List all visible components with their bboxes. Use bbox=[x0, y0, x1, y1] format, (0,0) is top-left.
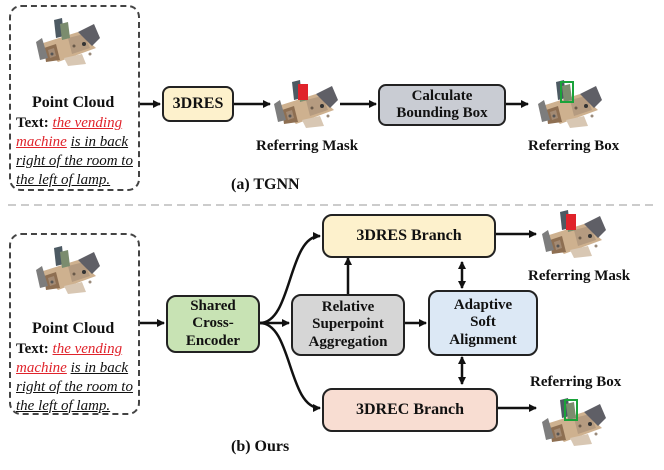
bottom-text-target: the vending machine bbox=[16, 341, 123, 376]
top-referring-box-image bbox=[538, 80, 602, 128]
bottom-text-rest: is in back right of the room to the left… bbox=[16, 360, 133, 414]
top-text-rest: is in back right of the room to the left… bbox=[16, 134, 133, 188]
top-text-target: the vending machine bbox=[16, 115, 123, 150]
3dres-branch-box: 3DRES Branch bbox=[322, 214, 496, 258]
arrow-encoder-to-dres bbox=[259, 232, 321, 325]
top-referring-mask-label: Referring Mask bbox=[256, 138, 359, 154]
rsa-line2: Superpoint bbox=[312, 316, 384, 333]
asa-line1: Adaptive bbox=[453, 297, 513, 314]
top-calc-bbox-box: Calculate Bounding Box bbox=[378, 84, 506, 126]
top-3dres-label: 3DRES bbox=[172, 94, 224, 112]
bottom-referring-mask-image bbox=[542, 210, 606, 258]
adaptive-soft-alignment-box: Adaptive Soft Alignment bbox=[428, 290, 538, 356]
encoder-line1: Shared bbox=[190, 298, 236, 315]
rsa-line1: Relative bbox=[321, 299, 375, 316]
bottom-text-label: Text: bbox=[16, 341, 49, 357]
bottom-query-text: Text: the vending machine is in back rig… bbox=[16, 340, 138, 416]
bottom-point-cloud-title: Point Cloud bbox=[32, 320, 115, 337]
rsa-line3: Aggregation bbox=[308, 333, 388, 350]
bottom-referring-box-label: Referring Box bbox=[530, 374, 622, 390]
3dres-branch-label: 3DRES Branch bbox=[356, 226, 462, 244]
3drec-branch-box: 3DREC Branch bbox=[322, 388, 498, 432]
top-query-text: Text: the vending machine is in back rig… bbox=[16, 114, 138, 190]
encoder-line3: Encoder bbox=[185, 332, 241, 349]
3drec-branch-label: 3DREC Branch bbox=[355, 400, 464, 418]
asa-line2: Soft bbox=[470, 314, 496, 331]
top-calc-bbox-line1: Calculate bbox=[411, 87, 473, 104]
top-referring-mask-image bbox=[274, 80, 338, 128]
top-text-label: Text: bbox=[16, 115, 49, 131]
bottom-input-point-cloud-image bbox=[36, 246, 100, 294]
asa-line3: Alignment bbox=[449, 331, 517, 348]
relative-superpoint-aggregation-box: Relative Superpoint Aggregation bbox=[291, 294, 405, 356]
shared-cross-encoder-box: Shared Cross- Encoder bbox=[166, 295, 260, 353]
top-input-point-cloud-image bbox=[36, 18, 100, 66]
arrow-encoder-to-drec bbox=[259, 321, 321, 412]
encoder-line2: Cross- bbox=[192, 315, 234, 332]
top-3dres-box: 3DRES bbox=[162, 86, 234, 122]
top-caption: (a) TGNN bbox=[231, 176, 300, 193]
bottom-caption: (b) Ours bbox=[231, 438, 290, 455]
top-point-cloud-title: Point Cloud bbox=[32, 94, 115, 111]
top-referring-box-label: Referring Box bbox=[528, 138, 620, 154]
top-calc-bbox-line2: Bounding Box bbox=[396, 105, 488, 121]
bottom-referring-box-image bbox=[542, 398, 606, 446]
bottom-referring-mask-label: Referring Mask bbox=[528, 268, 631, 284]
